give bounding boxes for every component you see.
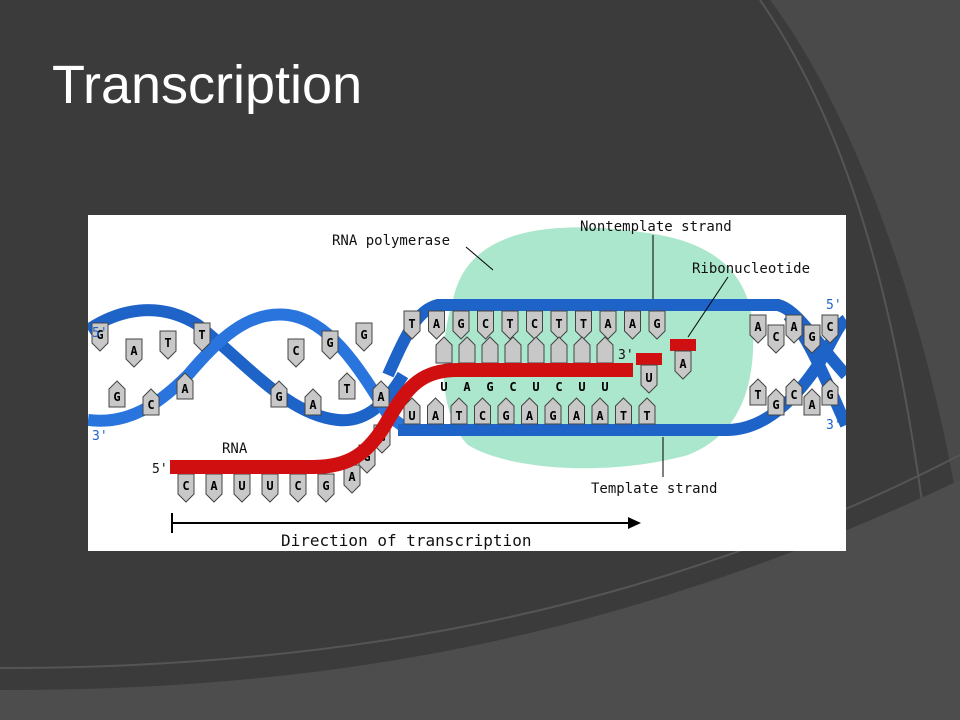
ribonucleotide-u-letter: U: [645, 371, 652, 385]
left-helix-base-letter: T: [198, 328, 205, 342]
ribonucleotide-3prime-piece: [636, 353, 662, 365]
rna-bubble-base-letter: C: [509, 380, 516, 394]
left-helix-base-letter: A: [377, 390, 385, 404]
template-base-letter: A: [596, 409, 604, 423]
right-helix-base-letter: T: [754, 388, 761, 402]
rna-strand: [170, 363, 633, 474]
nontemplate-base-letter: T: [506, 317, 513, 331]
template-base-letter: T: [455, 409, 462, 423]
nontemplate-base-letter: G: [457, 317, 464, 331]
right-helix-base-letter: G: [826, 388, 833, 402]
ribonucleotide-a-letter: A: [679, 357, 687, 371]
nontemplate-base-letter: C: [482, 317, 489, 331]
left-helix-base-letter: C: [292, 344, 299, 358]
right-helix-base-letter: G: [808, 330, 815, 344]
rna-exit-base-letter: G: [322, 479, 329, 493]
left-helix-bases: G G A C T A T G C A G T G A: [91, 322, 390, 416]
left-helix-base-letter: T: [343, 382, 350, 396]
nontemplate-base-letter: A: [629, 317, 637, 331]
template-base-letter: A: [432, 409, 440, 423]
right-helix-base-letter: C: [772, 330, 779, 344]
direction-arrow-head: [628, 517, 641, 529]
rna-bubble-base-letter: U: [532, 380, 539, 394]
left-helix-base-letter: G: [275, 390, 282, 404]
rna-bubble-base-letter: G: [486, 380, 493, 394]
rna-exit-base-letter: A: [210, 479, 218, 493]
left-helix-base-letter: G: [96, 328, 103, 342]
left-helix-base-letter: G: [360, 328, 367, 342]
rna-bubble-base-letter: C: [555, 380, 562, 394]
template-base-letter: G: [502, 409, 509, 423]
slide-title: Transcription: [52, 55, 363, 115]
right-helix-base-letter: A: [790, 320, 798, 334]
nontemplate-base-letter: C: [531, 317, 538, 331]
rna-exit-base-letter: C: [182, 479, 189, 493]
left-helix-base-letter: G: [113, 390, 120, 404]
three-prime-rna: 3': [618, 348, 634, 363]
template-base-letter: T: [620, 409, 627, 423]
label-direction: Direction of transcription: [281, 531, 531, 550]
nontemplate-base-letter: G: [653, 317, 660, 331]
rna-exit-base-letter: U: [238, 479, 245, 493]
left-helix-base-letter: A: [181, 382, 189, 396]
rna-polymerase-pointer: [465, 246, 494, 271]
template-base-letter: U: [408, 409, 415, 423]
left-helix-base-letter: A: [130, 344, 138, 358]
label-template-strand: Template strand: [591, 481, 717, 497]
label-rna: RNA: [222, 441, 248, 457]
five-prime-rna: 5': [152, 462, 168, 477]
label-ribonucleotide: Ribonucleotide: [692, 261, 810, 277]
right-helix-base-letter: A: [754, 320, 762, 334]
left-helix-back-strand: [88, 304, 409, 427]
template-base-letter: T: [643, 409, 650, 423]
left-helix-base-letter: T: [164, 336, 171, 350]
rna-bubble-base-letter: U: [601, 380, 608, 394]
nontemplate-base-letter: T: [580, 317, 587, 331]
right-helix-base-letter: G: [772, 398, 779, 412]
ribonucleotide-piece: [670, 339, 696, 351]
rna-exit-base-letter: U: [266, 479, 273, 493]
rna-exit-base-letter: A: [348, 470, 356, 484]
label-nontemplate-strand: Nontemplate strand: [580, 219, 732, 235]
template-base-letter: A: [526, 409, 534, 423]
rna-bubble-base-letter: U: [578, 380, 585, 394]
rna-bubble-base-letter: A: [463, 380, 471, 394]
left-helix-base-letter: C: [147, 398, 154, 412]
label-rna-polymerase: RNA polymerase: [332, 233, 450, 249]
left-helix-base-letter: A: [309, 398, 317, 412]
nontemplate-base-letter: T: [408, 317, 415, 331]
five-prime-right-top: 5': [826, 298, 842, 313]
three-prime-left-bottom: 3': [92, 429, 108, 444]
ribonucleotide-pointer: [687, 276, 729, 338]
template-base-letter: A: [573, 409, 581, 423]
three-prime-right-bottom: 3': [826, 418, 842, 433]
right-helix-base-letter: A: [808, 398, 816, 412]
five-prime-left-top: 5': [92, 326, 108, 341]
right-helix-base-letter: C: [826, 320, 833, 334]
template-base-letter: G: [549, 409, 556, 423]
nontemplate-base-letter: A: [433, 317, 441, 331]
right-helix-base-letter: C: [790, 388, 797, 402]
nontemplate-base-letter: T: [555, 317, 562, 331]
left-helix-base-letter: G: [326, 336, 333, 350]
rna-exit-base-letter: C: [294, 479, 301, 493]
rna-bubble-base-letter: U: [440, 380, 447, 394]
nontemplate-base-letter: A: [604, 317, 612, 331]
template-base-letter: C: [479, 409, 486, 423]
